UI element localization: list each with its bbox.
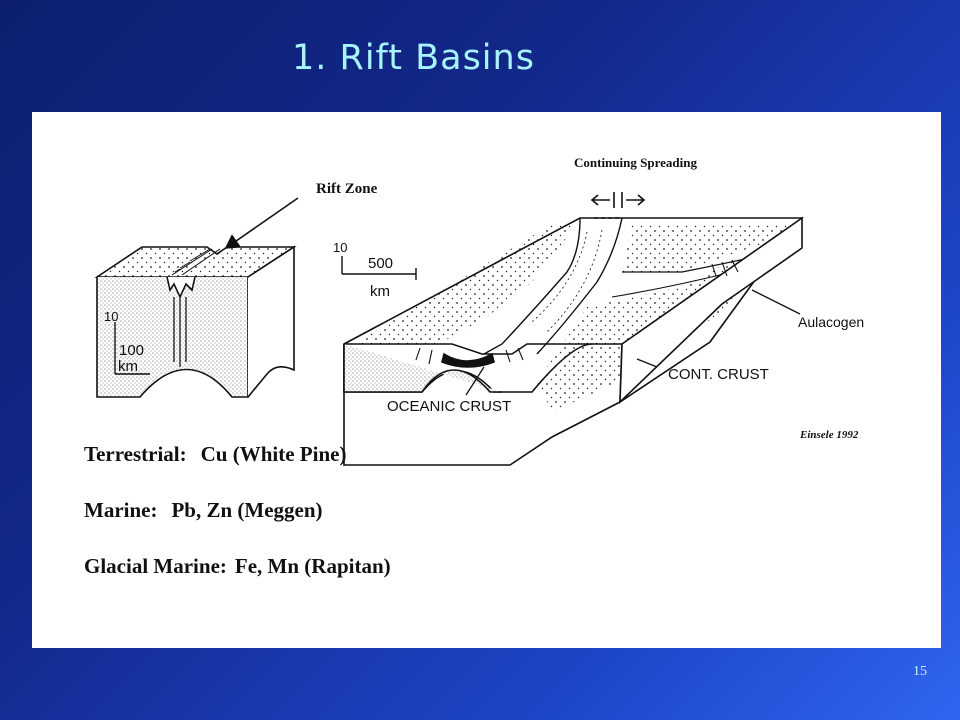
page-number: 15 <box>913 664 927 679</box>
deposit-examples: Fe, Mn (Rapitan) <box>234 554 391 578</box>
right-scale-unit-label: km <box>370 283 390 300</box>
deposit-examples: Cu (White Pine) <box>200 442 347 466</box>
deposit-examples: Pb, Zn (Meggen) <box>171 498 323 522</box>
aulacogen-label: Aulacogen <box>798 314 865 330</box>
deposit-row-terrestrial: Terrestrial: Cu (White Pine) <box>84 442 346 467</box>
left-scale-vertical-label: 10 <box>104 309 119 324</box>
rift-zone-arrow <box>224 197 299 249</box>
right-scale-bar <box>341 256 417 280</box>
oceanic-crust-label: OCEANIC CRUST <box>387 398 512 415</box>
right-spreading-block <box>343 216 804 466</box>
figure-panel: Rift Zone Continuing Spreading 10 100 km… <box>32 112 941 648</box>
cont-crust-label: CONT. CRUST <box>668 366 769 383</box>
left-scale-horizontal-label: 100 <box>119 342 145 359</box>
rift-basin-diagram <box>94 192 804 466</box>
left-scale-unit-label: km <box>118 358 138 375</box>
rift-zone-label: Rift Zone <box>316 181 378 197</box>
deposit-row-glacial-marine: Glacial Marine: Fe, Mn (Rapitan) <box>84 554 391 579</box>
deposit-category: Terrestrial: <box>84 442 187 466</box>
continuing-spreading-label: Continuing Spreading <box>574 155 697 170</box>
right-scale-horizontal-label: 500 <box>368 255 394 272</box>
spreading-arrows <box>590 192 646 208</box>
label-leader-lines <box>465 289 801 396</box>
left-scale-bar <box>114 322 150 375</box>
deposit-category: Marine: <box>84 498 158 522</box>
citation-label: Einsele 1992 <box>800 429 859 441</box>
deposit-row-marine: Marine: Pb, Zn (Meggen) <box>84 498 323 523</box>
slide-title: 1. Rift Basins <box>292 38 535 78</box>
right-scale-vertical-label: 10 <box>333 240 348 255</box>
deposit-category: Glacial Marine: <box>84 554 227 578</box>
left-rift-block <box>94 245 297 398</box>
